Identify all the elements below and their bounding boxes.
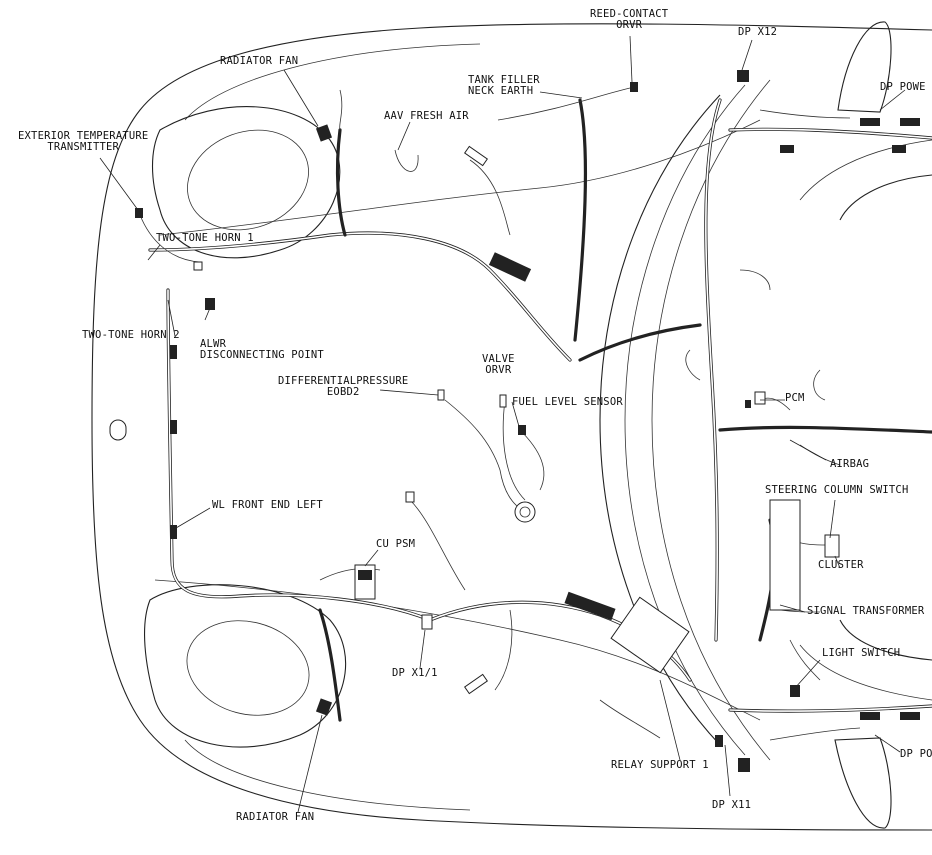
label-wl-front-end-left: WL FRONT END LEFT xyxy=(212,499,323,511)
label-radiator-fan-top: RADIATOR FAN xyxy=(220,55,299,67)
label-tank-filler-neck-earth: TANK FILLER NECK EARTH xyxy=(468,74,540,97)
label-relay-support-1: RELAY SUPPORT 1 xyxy=(611,759,709,771)
label-dp-power-bottom: DP PO xyxy=(900,748,932,760)
label-reed-contact-orvr: REED-CONTACT ORVR xyxy=(590,8,669,31)
label-fuel-level-sensor: FUEL LEVEL SENSOR xyxy=(512,396,623,408)
label-differential-pressure-eobd2: DIFFERENTIALPRESSURE EOBD2 xyxy=(278,375,409,398)
label-aav-fresh-air: AAV FRESH AIR xyxy=(384,110,469,122)
label-dp-x11: DP X11 xyxy=(712,799,752,811)
label-alwr-disconnecting-point: ALWR DISCONNECTING POINT xyxy=(200,338,324,361)
car-body-outline xyxy=(91,23,932,831)
label-exterior-temperature-transmitter: EXTERIOR TEMPERATURE TRANSMITTER xyxy=(18,130,149,153)
front-bumper-line xyxy=(184,43,481,121)
label-valve-orvr: VALVE ORVR xyxy=(482,353,515,376)
label-dp-x1-1: DP X1/1 xyxy=(392,667,438,679)
label-two-tone-horn-2: TWO-TONE HORN 2 xyxy=(82,329,180,341)
label-radiator-fan-bottom: RADIATOR FAN xyxy=(236,811,315,823)
label-airbag: AIRBAG xyxy=(830,458,870,470)
headlamp-left-bottom xyxy=(144,584,347,748)
label-dp-x12: DP X12 xyxy=(738,26,778,38)
label-dp-power-top: DP POWE xyxy=(880,81,926,93)
label-signal-transformer: SIGNAL TRANSFORMER xyxy=(807,605,925,617)
front-bumper-line-lower xyxy=(184,739,471,811)
label-steering-column-switch: STEERING COLUMN SWITCH xyxy=(765,484,909,496)
label-pcm: PCM xyxy=(785,392,805,404)
label-cluster: CLUSTER xyxy=(818,559,864,571)
mirror-bottom xyxy=(834,737,892,829)
label-cu-psm: CU PSM xyxy=(376,538,416,550)
headlamp-left-top xyxy=(151,106,341,259)
label-two-tone-horn-1: TWO-TONE HORN 1 xyxy=(156,232,254,244)
label-light-switch: LIGHT SWITCH xyxy=(822,647,901,659)
mirror-top xyxy=(837,21,892,113)
